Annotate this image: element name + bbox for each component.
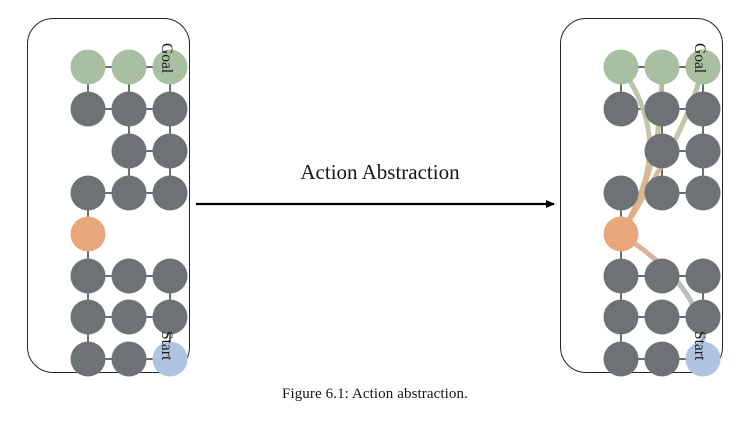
graph-node-default[interactable] bbox=[603, 341, 639, 377]
transform-arrow-group: Action Abstraction bbox=[196, 160, 564, 230]
graph-node-default[interactable] bbox=[152, 299, 188, 335]
primitive-action-panel: Goal Start bbox=[27, 18, 190, 377]
abstract-action-panel: Goal Start bbox=[560, 18, 723, 377]
start-label-left: Start bbox=[158, 331, 175, 361]
graph-node-subgoal[interactable] bbox=[603, 216, 639, 252]
graph-node-default[interactable] bbox=[70, 341, 106, 377]
graph-node-default[interactable] bbox=[111, 175, 147, 211]
graph-node-default[interactable] bbox=[70, 91, 106, 127]
graph-node-goal[interactable] bbox=[685, 49, 721, 85]
graph-node-default[interactable] bbox=[644, 258, 680, 294]
graph-node-default[interactable] bbox=[111, 299, 147, 335]
graph-node-default[interactable] bbox=[603, 175, 639, 211]
graph-node-default[interactable] bbox=[644, 133, 680, 169]
graph-node-default[interactable] bbox=[603, 91, 639, 127]
graph-node-default[interactable] bbox=[111, 341, 147, 377]
graph-node-default[interactable] bbox=[152, 258, 188, 294]
graph-node-default[interactable] bbox=[603, 299, 639, 335]
graph-node-default[interactable] bbox=[152, 175, 188, 211]
graph-node-default[interactable] bbox=[685, 299, 721, 335]
abstract-action-graph bbox=[603, 49, 721, 377]
graph-node-default[interactable] bbox=[603, 258, 639, 294]
graph-node-goal[interactable] bbox=[152, 49, 188, 85]
graph-node-default[interactable] bbox=[152, 133, 188, 169]
graph-node-goal[interactable] bbox=[603, 49, 639, 85]
node-layer bbox=[70, 49, 188, 377]
graph-node-default[interactable] bbox=[685, 133, 721, 169]
graph-node-goal[interactable] bbox=[111, 49, 147, 85]
graph-node-subgoal[interactable] bbox=[70, 216, 106, 252]
graph-node-default[interactable] bbox=[70, 175, 106, 211]
graph-node-default[interactable] bbox=[685, 91, 721, 127]
graph-node-goal[interactable] bbox=[70, 49, 106, 85]
graph-node-default[interactable] bbox=[70, 299, 106, 335]
goal-label-left: Goal bbox=[158, 43, 175, 74]
graph-node-default[interactable] bbox=[644, 91, 680, 127]
transform-label: Action Abstraction bbox=[300, 160, 460, 184]
start-label-right: Start bbox=[691, 331, 708, 361]
graph-node-goal[interactable] bbox=[644, 49, 680, 85]
graph-node-default[interactable] bbox=[111, 91, 147, 127]
graph-node-default[interactable] bbox=[644, 299, 680, 335]
graph-node-default[interactable] bbox=[152, 91, 188, 127]
figure-caption: Figure 6.1: Action abstraction. bbox=[282, 386, 468, 402]
graph-node-default[interactable] bbox=[685, 175, 721, 211]
goal-label-right: Goal bbox=[691, 43, 708, 74]
graph-node-default[interactable] bbox=[644, 175, 680, 211]
node-layer bbox=[603, 49, 721, 377]
graph-node-default[interactable] bbox=[111, 133, 147, 169]
graph-node-start[interactable] bbox=[685, 341, 721, 377]
graph-node-default[interactable] bbox=[685, 258, 721, 294]
arrow-icon bbox=[196, 200, 555, 208]
graph-node-default[interactable] bbox=[111, 258, 147, 294]
primitive-action-graph bbox=[70, 49, 188, 377]
graph-node-default[interactable] bbox=[70, 258, 106, 294]
graph-node-start[interactable] bbox=[152, 341, 188, 377]
graph-node-default[interactable] bbox=[644, 341, 680, 377]
